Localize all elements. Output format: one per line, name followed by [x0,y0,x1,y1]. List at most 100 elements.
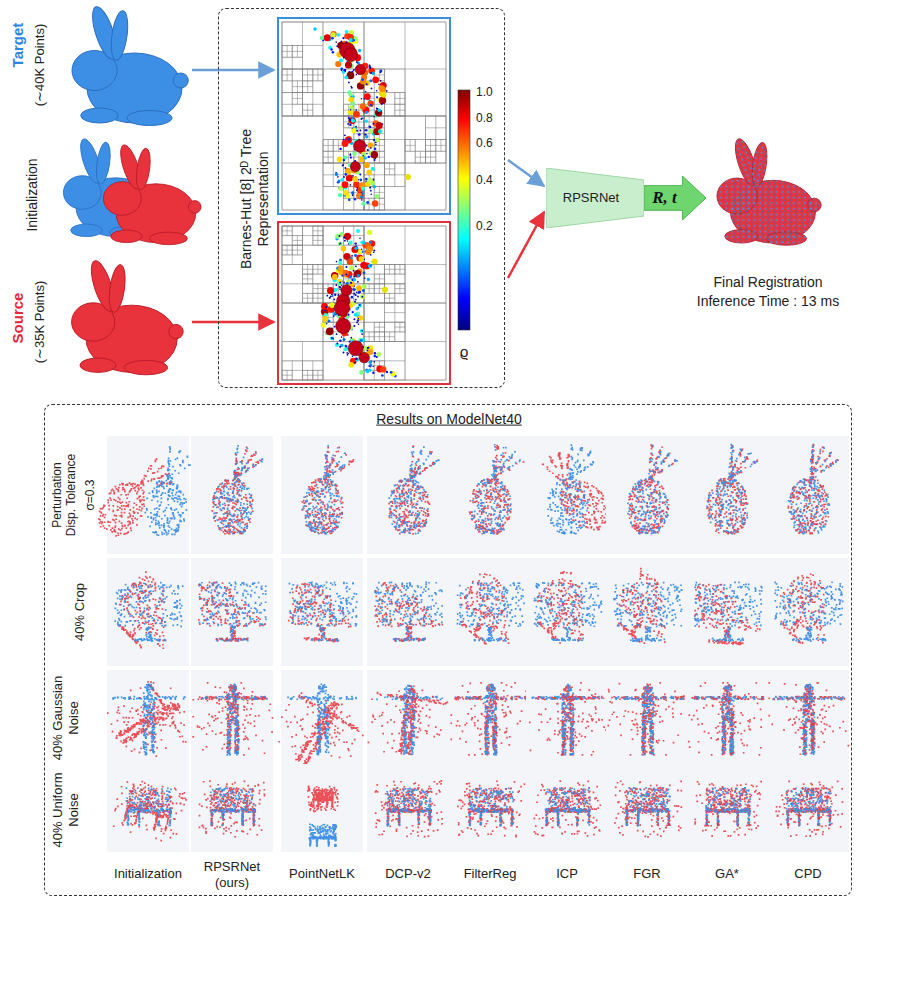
target-points [145,450,196,536]
target-points [545,787,591,826]
cell-background [281,558,363,666]
colorbar-tick: 0.6 [476,136,504,150]
init-source-bunny [103,143,201,245]
target-points [459,685,528,756]
source-points [775,781,843,838]
target-points [534,582,603,641]
source-points [688,682,764,756]
cell-background [191,436,273,554]
column-label: PointNetLK [282,866,362,882]
output-arrow: R, t [644,176,706,220]
cell-background [107,670,189,766]
target-points [146,446,191,536]
source-points [780,573,825,644]
transform-symbol: R, t [644,188,684,208]
cell-background [449,670,531,766]
target-points [115,582,183,641]
source-points [450,682,531,756]
cell-background [107,436,189,554]
cell-background [191,670,273,766]
colorbar-tick: 0.8 [476,111,504,125]
target-points [788,446,839,534]
target-points [213,445,264,534]
source-points [607,682,688,756]
cell-background [526,670,608,766]
cell-background [367,764,449,852]
result-caption: Final Registration [683,274,853,291]
colorbar-symbol: ϱ [454,343,474,361]
target-points [112,683,185,755]
colorbar [458,90,470,330]
registered-source-bunny [717,137,821,246]
source-points [302,447,355,535]
row-label: 40% Crop [72,557,88,667]
cell-background [107,558,189,666]
source-points [788,444,839,535]
row-label: σ=0.3 [83,465,97,525]
cell-background [606,764,688,852]
column-label: RPSRNet (ours) [201,859,263,890]
column-label: GA* [687,866,767,882]
cell-background [767,764,849,852]
tree-density-dots [321,229,397,378]
target-points [202,684,267,755]
tree-grid [282,22,446,210]
source-points [469,445,525,535]
target-points [210,788,255,827]
target-points [302,445,346,535]
arrow-outline [644,176,706,220]
cell-background [449,764,531,852]
row-label: 40% Uniform Noise [50,763,81,858]
source-points [388,445,435,534]
target-points [199,582,267,642]
column-label: DCP-v2 [368,866,448,882]
source-points [192,682,273,756]
cell-background [686,764,768,852]
row-label: 40% Gaussian Noise [50,671,81,766]
result-caption: Inference Time : 13 ms [668,293,868,310]
tree-representation-box: Barnes-Hut [8] 2ᴰ Tree Representation [218,8,505,388]
target-points [384,685,441,755]
source-points [374,582,443,642]
target-points [614,582,683,642]
source-bunny [72,258,184,375]
source-points [614,780,682,837]
network-name: RPSRNet [551,190,631,206]
feed-arrow [508,212,544,278]
source-points [113,781,187,842]
target-points [625,787,671,826]
cell-background [686,558,768,666]
input-label: Target [9,0,27,100]
target-points [374,582,443,642]
column-label: Initialization [108,866,188,882]
cell-background [449,558,531,666]
result-point-clouds [98,436,849,852]
point-count: (∼40K Points) [32,0,48,130]
cell-background [367,670,449,766]
target-points [309,824,337,847]
point-count: (∼35K Points) [32,257,48,387]
input-arrow [192,321,274,324]
tree-grid [282,226,446,380]
target-points [774,581,843,641]
network-block: RPSRNet [546,168,650,228]
target-points [457,582,525,642]
source-points [119,571,165,649]
cell-background [281,670,363,766]
target-points [613,583,682,642]
source-points [529,682,608,756]
target-points [694,582,763,642]
cell-background [606,670,688,766]
target-points [468,788,513,827]
input-arrow [192,69,274,72]
cell-background [107,764,189,852]
source-points [375,780,443,838]
cell-background [767,436,849,554]
source-points [706,445,758,535]
source-points [307,786,339,813]
target-points [547,444,594,534]
target-points [199,582,267,642]
target-points [705,787,751,826]
source-points [694,781,762,837]
target-points [709,446,757,533]
